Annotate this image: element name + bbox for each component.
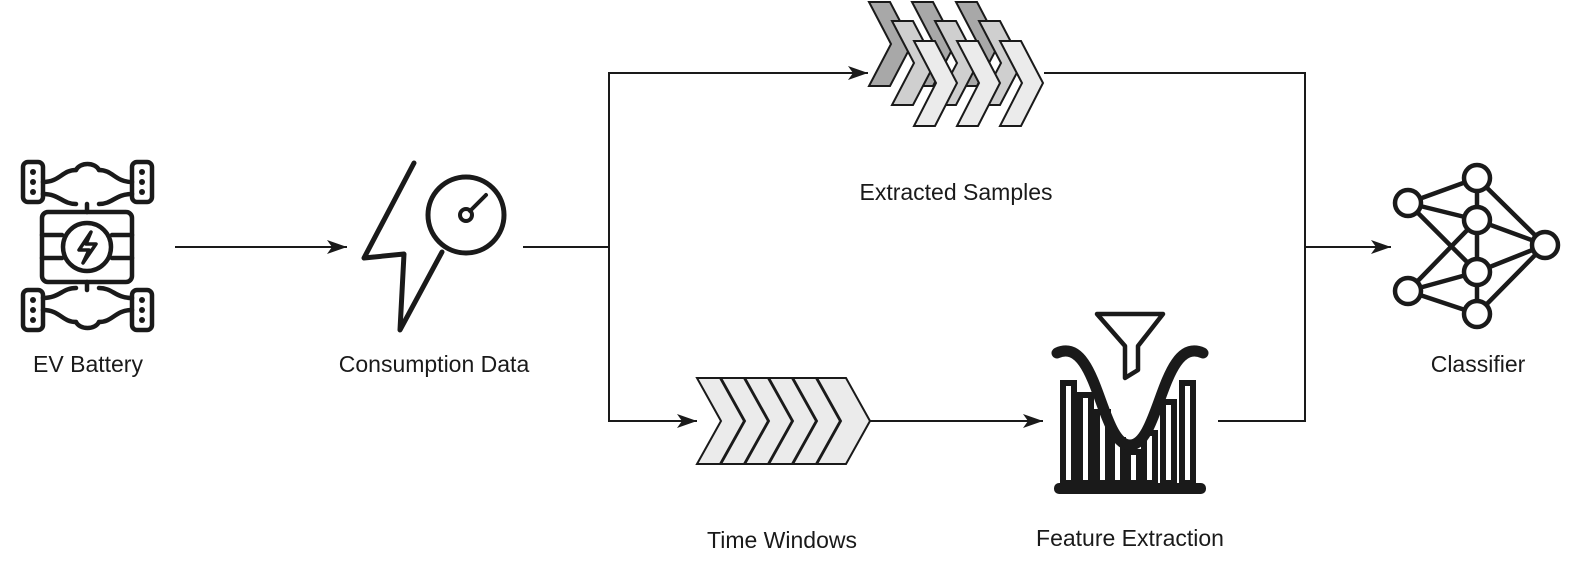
label-classifier: Classifier <box>1431 351 1526 377</box>
label-time-windows: Time Windows <box>707 527 857 553</box>
lightning-gauge-icon <box>361 160 507 333</box>
arrow-to-time-windows <box>608 247 697 428</box>
neural-network-icon <box>1392 162 1561 330</box>
arrow-to-extracted-samples <box>608 66 868 247</box>
label-consumption-data: Consumption Data <box>339 351 530 377</box>
connector-feature-to-merge <box>1218 247 1306 422</box>
label-feature-extraction: Feature Extraction <box>1036 525 1224 551</box>
connectors <box>175 66 1391 428</box>
chevron-sequence-icon <box>695 377 872 465</box>
connector-samples-to-merge <box>1044 72 1306 247</box>
ev-chassis-battery-icon <box>20 159 155 333</box>
stacked-chevrons-icon <box>867 1 1045 127</box>
label-ev-battery: EV Battery <box>33 351 143 377</box>
label-extracted-samples: Extracted Samples <box>859 179 1052 205</box>
filter-bar-chart-icon <box>1051 311 1209 494</box>
